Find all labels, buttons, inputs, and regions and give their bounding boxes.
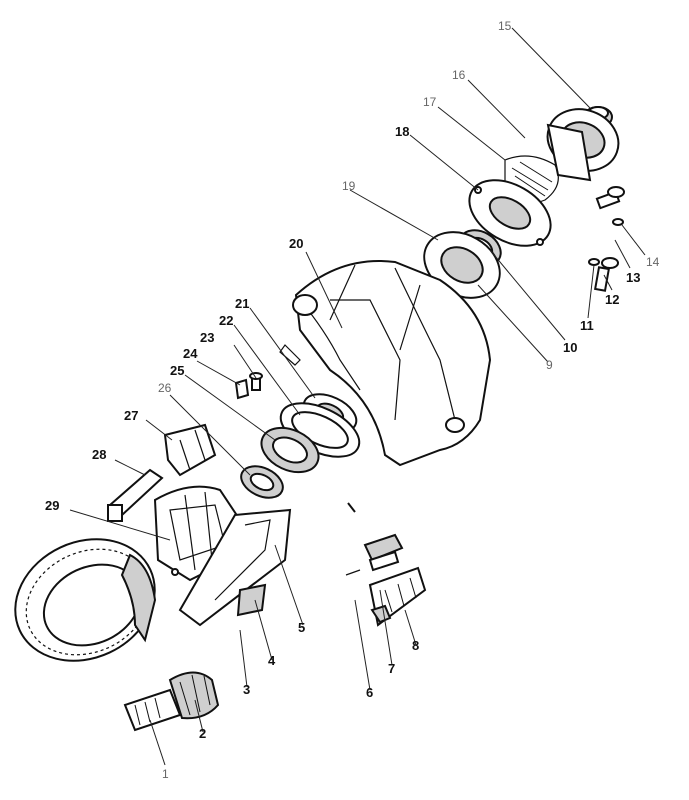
callout-25: 25 bbox=[170, 363, 184, 378]
callout-20: 20 bbox=[289, 236, 303, 251]
part-23-bolt bbox=[249, 372, 263, 391]
part-13-bolt bbox=[595, 186, 625, 210]
callout-23: 23 bbox=[200, 330, 214, 345]
part-11-washer bbox=[588, 258, 600, 266]
callout-6: 6 bbox=[366, 685, 373, 700]
callout-5: 5 bbox=[298, 620, 305, 635]
callout-15: 15 bbox=[498, 19, 512, 33]
callout-7: 7 bbox=[388, 661, 395, 676]
callout-14: 14 bbox=[646, 255, 660, 269]
callout-21: 21 bbox=[235, 296, 249, 311]
part-20-differential-carrier bbox=[279, 260, 492, 467]
part-5-case-plate bbox=[178, 508, 292, 627]
part-8-gear-block bbox=[368, 566, 427, 627]
part-25-bearing-cup bbox=[260, 426, 320, 474]
part-14-washer bbox=[612, 218, 624, 226]
part-7-shaft bbox=[363, 533, 404, 572]
part-2-pinion-gear bbox=[168, 671, 220, 720]
part-1-pinion-shaft bbox=[123, 688, 182, 732]
callout-8: 8 bbox=[412, 638, 419, 653]
callout-1: 1 bbox=[162, 767, 169, 781]
callout-4: 4 bbox=[268, 653, 276, 668]
callout-27: 27 bbox=[124, 408, 138, 423]
callout-13: 13 bbox=[626, 270, 640, 285]
part-18-bearing-flange bbox=[468, 179, 552, 247]
part-6-pin bbox=[345, 502, 361, 576]
callout-12: 12 bbox=[605, 292, 619, 307]
part-27-shim-block bbox=[163, 423, 217, 477]
part-28-bracket bbox=[107, 468, 164, 522]
callout-26: 26 bbox=[158, 381, 172, 395]
callout-labels: 1 2 3 4 5 6 7 8 9 10 11 12 13 14 15 16 1… bbox=[45, 19, 660, 781]
callout-17: 17 bbox=[423, 95, 437, 109]
part-24-clip bbox=[234, 378, 250, 400]
callout-10: 10 bbox=[563, 340, 577, 355]
callout-24: 24 bbox=[183, 346, 198, 361]
callout-18: 18 bbox=[395, 124, 409, 139]
callout-28: 28 bbox=[92, 447, 106, 462]
part-16-flange bbox=[546, 108, 620, 182]
part-26-bearing bbox=[240, 465, 284, 499]
ring-gear bbox=[14, 538, 157, 662]
callout-2: 2 bbox=[199, 726, 206, 741]
leader-lines bbox=[69, 27, 646, 766]
callout-19: 19 bbox=[342, 179, 356, 193]
callout-29: 29 bbox=[45, 498, 59, 513]
callout-3: 3 bbox=[243, 682, 250, 697]
callout-11: 11 bbox=[580, 318, 594, 333]
part-12-bolt bbox=[594, 257, 619, 292]
callout-9: 9 bbox=[546, 358, 553, 372]
callout-16: 16 bbox=[452, 68, 466, 82]
callout-22: 22 bbox=[219, 313, 233, 328]
parts-drawing bbox=[14, 27, 646, 766]
